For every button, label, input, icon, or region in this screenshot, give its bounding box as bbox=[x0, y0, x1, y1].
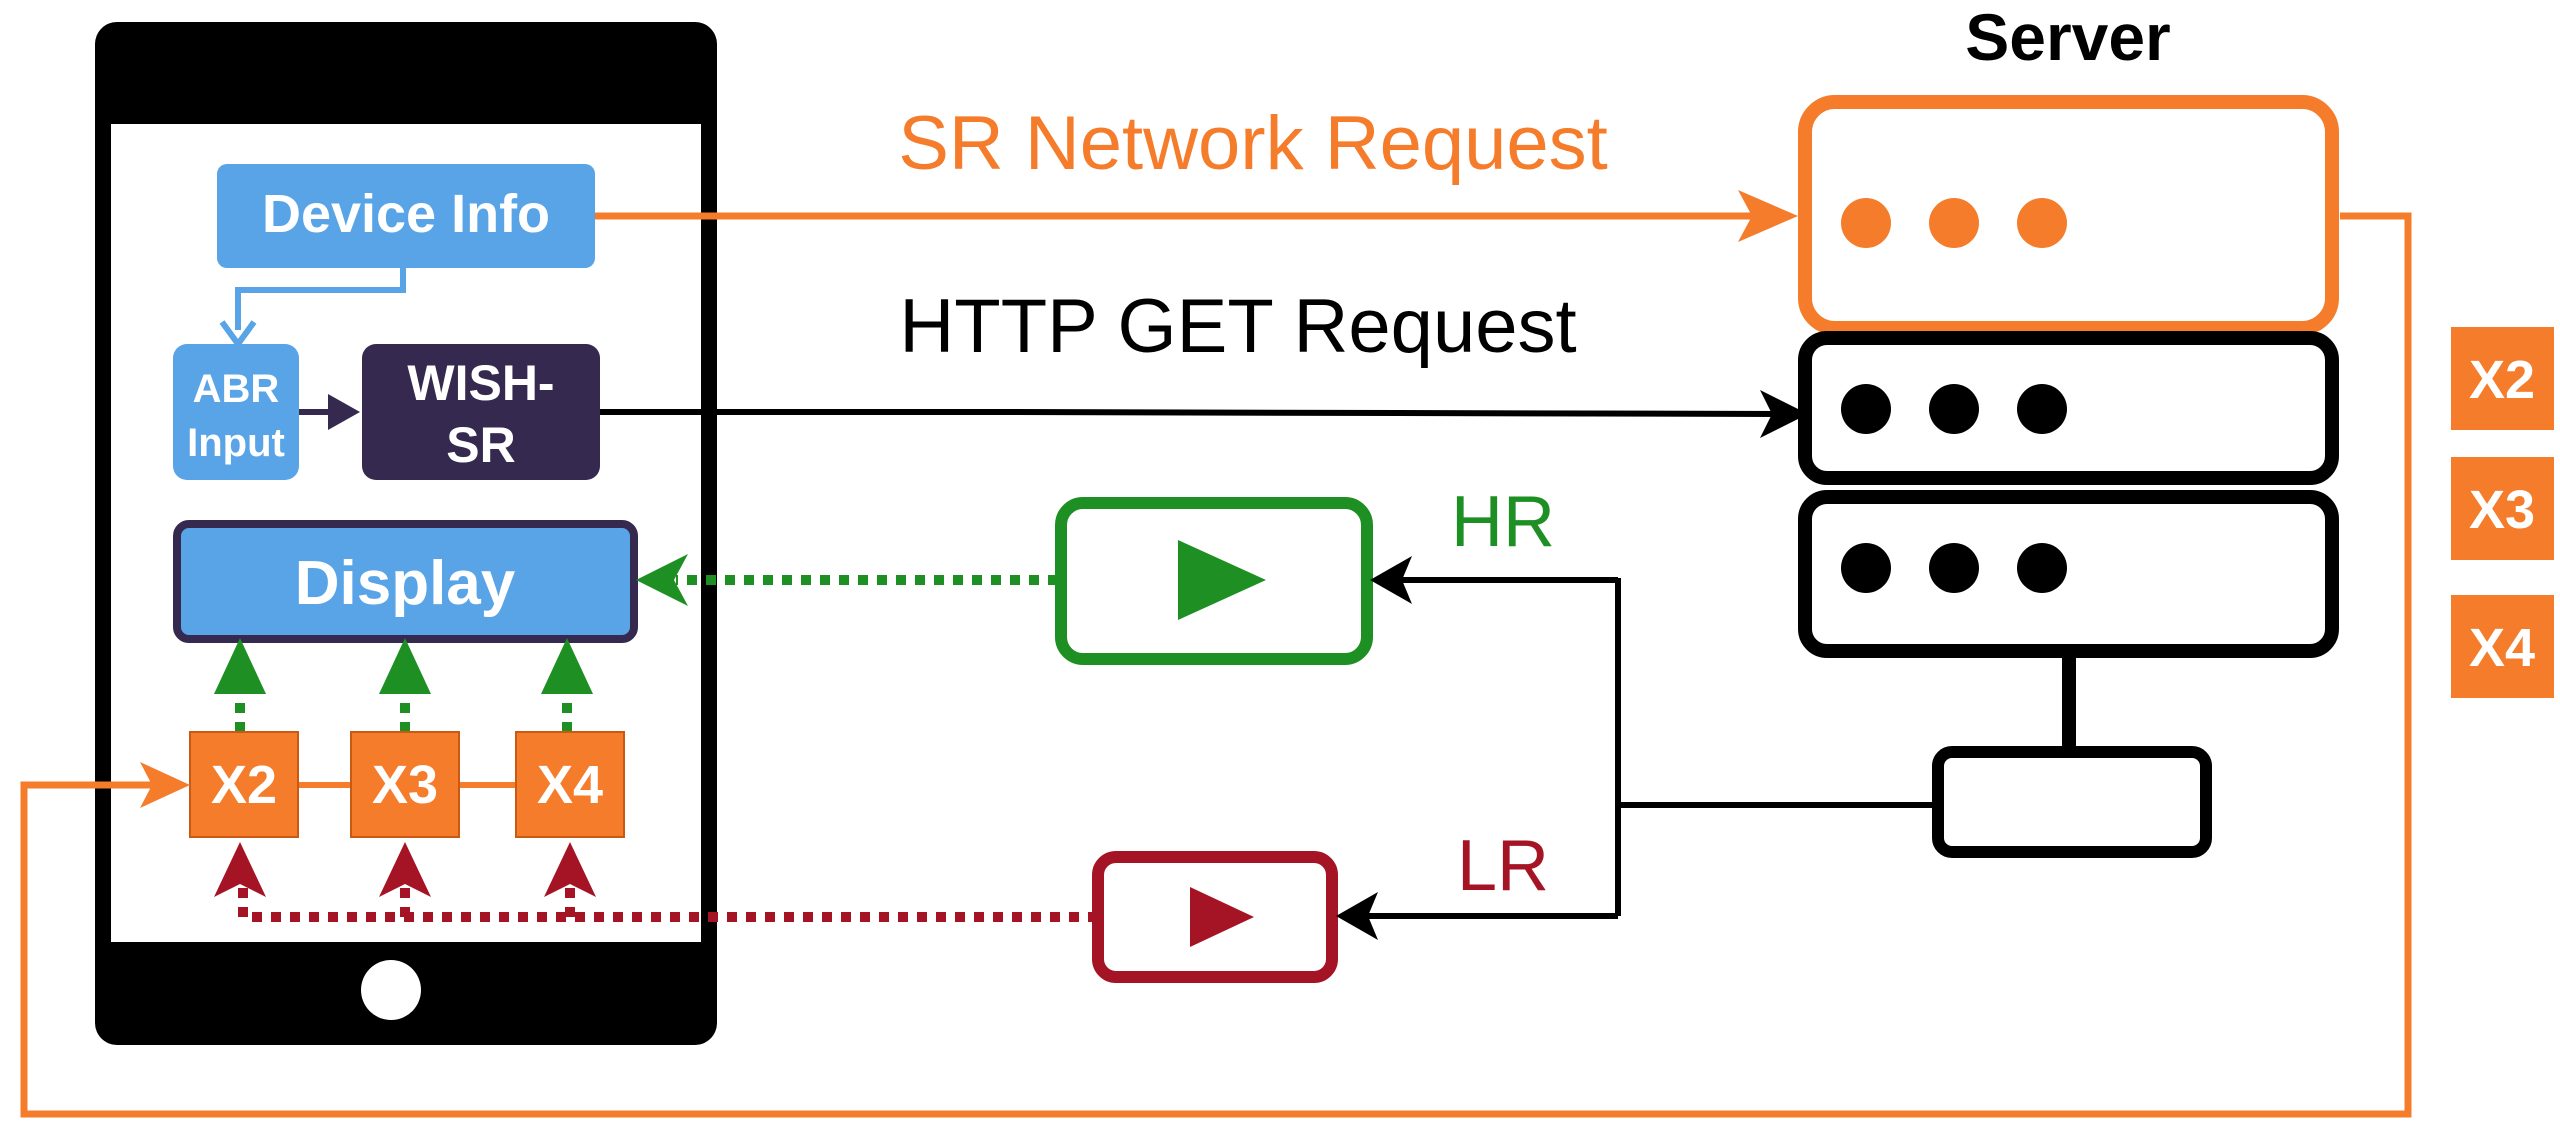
lr-input-arrowheads bbox=[214, 842, 596, 897]
server-model-x2: X2 bbox=[2451, 327, 2554, 430]
lr-label: LR bbox=[1457, 826, 1549, 906]
device-model-x2: X2 bbox=[189, 731, 299, 838]
device-model-x4-label: X4 bbox=[537, 755, 603, 815]
lr-feed-arrowhead bbox=[1336, 892, 1378, 940]
server-model-x4-label: X4 bbox=[2469, 618, 2535, 678]
device-model-x3: X3 bbox=[350, 731, 460, 838]
device-model-x3-label: X3 bbox=[372, 755, 438, 815]
model-delivery-loop bbox=[20, 212, 2412, 1118]
hr-feed-arrowhead bbox=[1370, 556, 1412, 604]
hr-stream-arrowhead bbox=[636, 554, 688, 606]
server-model-x4: X4 bbox=[2451, 595, 2554, 698]
server-title: Server bbox=[1965, 0, 2171, 74]
lr-input-path bbox=[238, 880, 1098, 922]
device-info-label: Device Info bbox=[262, 184, 550, 244]
sr-request-label: SR Network Request bbox=[898, 101, 1608, 186]
sr-request-arrowhead bbox=[1738, 190, 1798, 242]
device-info-to-abr-arrow bbox=[235, 268, 406, 330]
device-info-box: Device Info bbox=[217, 164, 595, 268]
sr-output-arrows bbox=[235, 672, 572, 732]
server-rack-icon bbox=[1798, 95, 2339, 858]
hr-label: HR bbox=[1451, 482, 1555, 562]
display-label: Display bbox=[295, 549, 516, 618]
wish-label-line2: SR bbox=[446, 417, 515, 473]
sr-output-arrowheads bbox=[214, 638, 593, 694]
hr-play-icon bbox=[1178, 540, 1266, 620]
http-request-label: HTTP GET Request bbox=[899, 284, 1576, 369]
abr-label-line2: Input bbox=[187, 421, 285, 465]
http-request-arrowhead bbox=[1760, 390, 1808, 438]
server-output-bracket bbox=[1615, 578, 1938, 916]
device-model-x2-label: X2 bbox=[211, 755, 277, 815]
abr-label-line1: ABR bbox=[193, 367, 280, 411]
abr-input-box: ABR Input bbox=[173, 344, 299, 480]
home-button-icon bbox=[361, 960, 421, 1020]
lr-play-icon bbox=[1190, 887, 1254, 947]
server-model-x3-label: X3 bbox=[2469, 480, 2535, 540]
hr-video-player bbox=[1055, 497, 1373, 665]
abr-to-wish-arrowhead bbox=[328, 394, 360, 430]
model-delivery-arrowhead bbox=[140, 762, 190, 808]
display-box: Display bbox=[173, 520, 638, 643]
server-model-x3: X3 bbox=[2451, 457, 2554, 560]
server-model-x2-label: X2 bbox=[2469, 350, 2535, 410]
device-model-x4: X4 bbox=[515, 731, 625, 838]
http-request-line bbox=[600, 409, 1781, 417]
lr-video-player bbox=[1092, 851, 1338, 983]
wish-label-line1: WISH- bbox=[407, 355, 554, 411]
wish-sr-box: WISH- SR bbox=[362, 344, 600, 480]
